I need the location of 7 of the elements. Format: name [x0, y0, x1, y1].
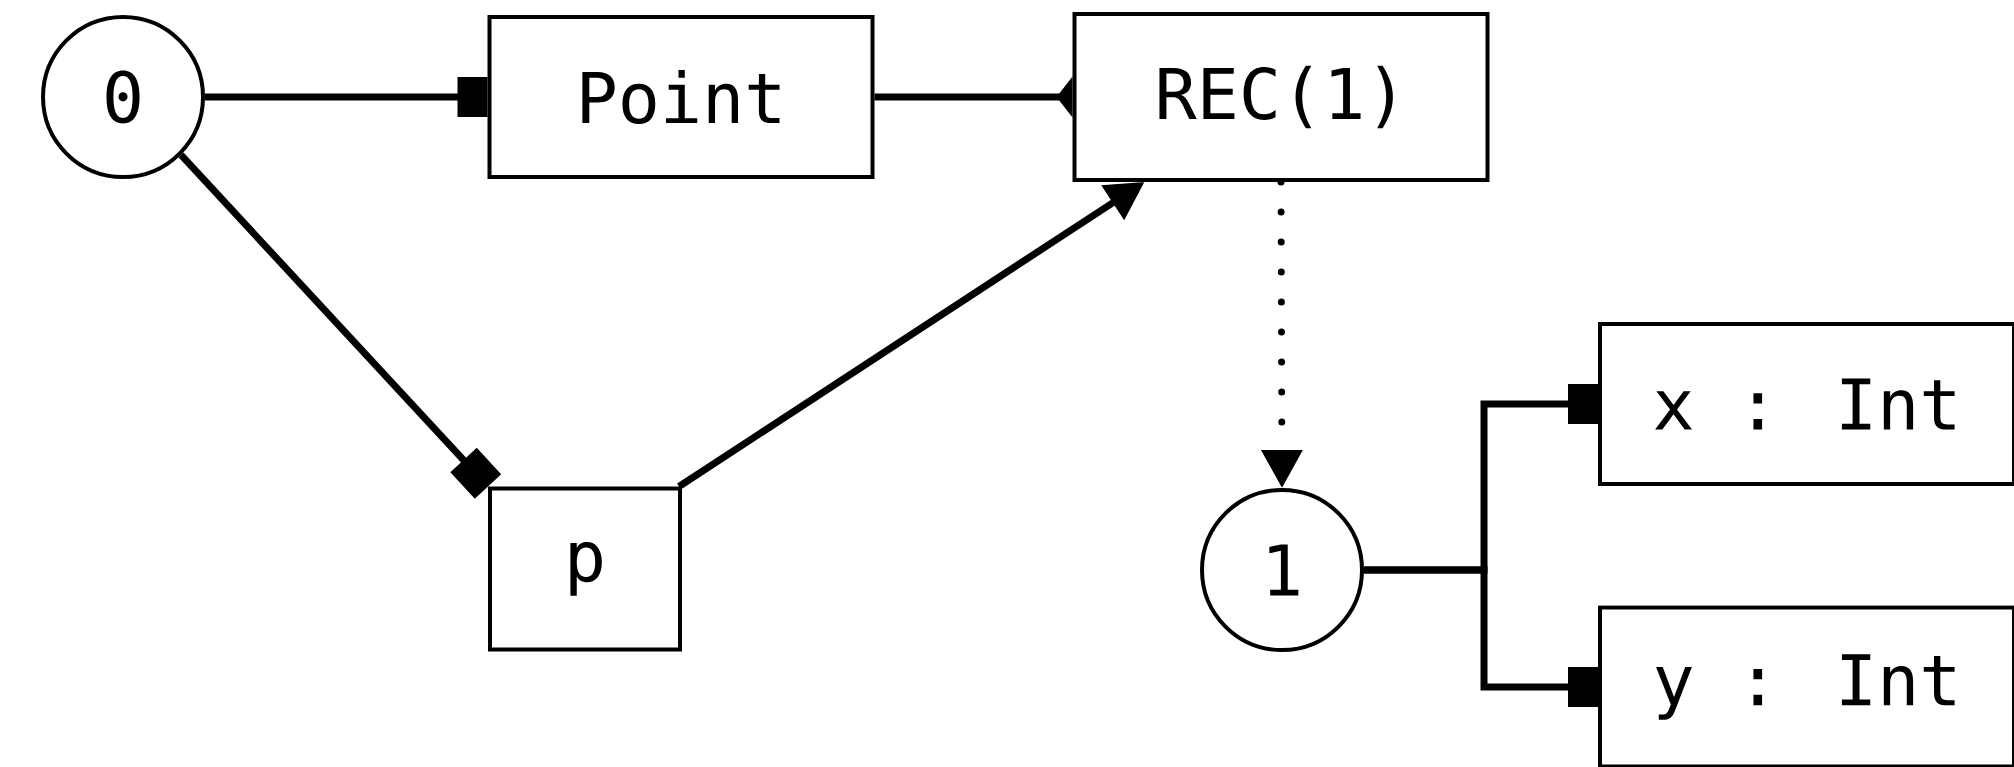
circle-node: 0 — [41, 15, 205, 179]
circle-node: 1 — [1200, 488, 1364, 652]
box-node: x : Int — [1598, 322, 2014, 486]
box-node: Point — [487, 15, 875, 179]
box-node: p — [488, 486, 682, 652]
box-node: y : Int — [1598, 605, 2014, 767]
box-node: REC(1) — [1072, 12, 1490, 182]
